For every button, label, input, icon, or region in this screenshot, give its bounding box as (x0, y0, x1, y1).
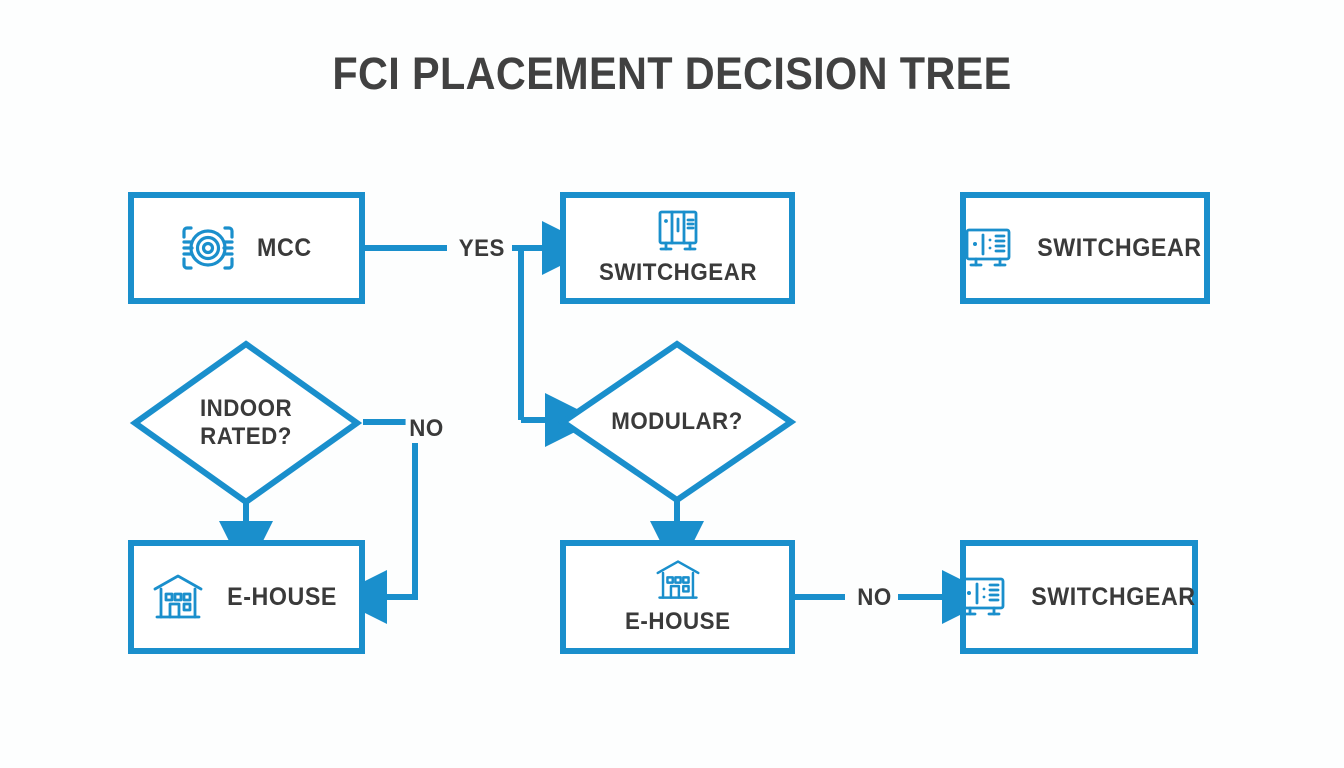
node-ehouse-bottom-left-label: E-HOUSE (227, 582, 338, 611)
switchboard-panel-icon (957, 575, 1007, 619)
switchgear-cabinet-icon (655, 209, 701, 253)
building-icon (151, 572, 205, 622)
node-mcc[interactable]: MCC (128, 192, 365, 304)
node-ehouse-bottom-middle[interactable]: E-HOUSE (560, 540, 795, 654)
node-ehouse-bottom-left[interactable]: E-HOUSE (128, 540, 365, 654)
node-modular-text: MODULAR? (565, 338, 788, 506)
edge-label-yes: YES (455, 235, 509, 263)
node-modular-line1: MODULAR? (611, 407, 743, 435)
motor-icon (179, 222, 237, 274)
switchboard-panel-icon (963, 226, 1013, 270)
node-modular-decision[interactable]: MODULAR? (557, 338, 797, 506)
edge-indoor-no-to-ehouse (333, 419, 418, 624)
node-indoor-rated-line1: INDOOR (199, 394, 293, 422)
node-switchgear-top-middle-label: SWITCHGEAR (598, 259, 757, 286)
node-indoor-rated-line2: RATED? (200, 423, 292, 450)
node-switchgear-top-right[interactable]: SWITCHGEAR (960, 192, 1210, 304)
node-indoor-rated-text: INDOOR RATED? (137, 338, 355, 508)
node-switchgear-bottom-right-label: SWITCHGEAR (1030, 582, 1196, 611)
node-switchgear-top-middle[interactable]: SWITCHGEAR (560, 192, 795, 304)
node-indoor-rated-decision[interactable]: INDOOR RATED? (129, 338, 363, 508)
page-title: FCI PLACEMENT DECISION TREE (332, 48, 1012, 99)
node-mcc-label: MCC (257, 233, 312, 262)
edge-label-no-indoor: NO (405, 415, 448, 443)
node-switchgear-bottom-right[interactable]: SWITCHGEAR (957, 540, 1198, 654)
edge-label-no-modular: NO (853, 584, 896, 612)
building-icon (654, 558, 702, 602)
node-ehouse-bottom-middle-label: E-HOUSE (624, 608, 731, 635)
node-switchgear-top-right-label: SWITCHGEAR (1036, 233, 1202, 262)
